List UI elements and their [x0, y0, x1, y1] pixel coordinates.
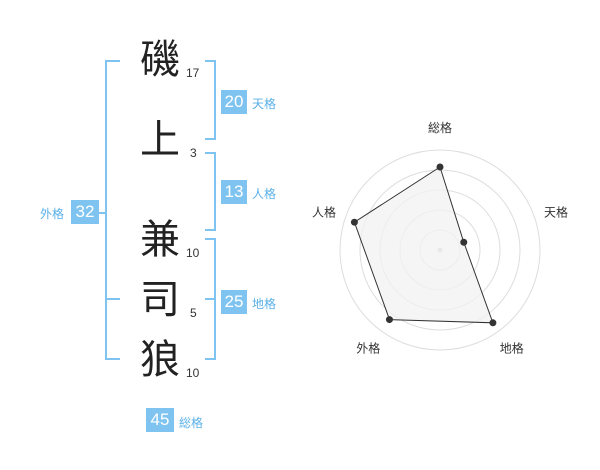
chikaku-value-badge: 25 [221, 290, 247, 314]
radar-point-2 [460, 238, 468, 246]
name-char-1: 磯 [140, 37, 180, 83]
stroke-count-1: 17 [186, 66, 200, 80]
soukaku-value-badge: 45 [146, 408, 174, 432]
radar-axis-label-3: 地格 [500, 341, 524, 356]
name-char-2: 上 [140, 117, 180, 163]
stroke-count-2: 3 [190, 146, 197, 160]
gaikaku-label: 外格 [40, 207, 65, 221]
jinkaku-label: 人格 [252, 187, 277, 201]
radar-points [350, 163, 497, 327]
name-char-4: 司 [140, 277, 180, 323]
radar-polygon [353, 166, 494, 324]
tenkaku-label: 天格 [252, 97, 277, 111]
gaikaku-value-badge: 32 [71, 200, 99, 224]
stroke-count-5: 10 [186, 366, 200, 380]
radar-axis-label-2: 天格 [544, 204, 568, 219]
stroke-count-4: 5 [190, 306, 197, 320]
jinkaku-bracket [205, 152, 216, 231]
name-char-5: 狼 [140, 337, 180, 383]
radar-point-3 [489, 319, 497, 327]
radar-axis-label-4: 外格 [356, 341, 380, 356]
soukaku-label: 総格 [179, 416, 204, 430]
radar-axis-label-5: 人格 [312, 204, 336, 219]
radar-axis-label-1: 総格 [428, 120, 452, 135]
stroke-count-3: 10 [186, 246, 200, 260]
radar-point-5 [350, 218, 358, 226]
tenkaku-bracket [205, 60, 216, 140]
chikaku-label: 地格 [252, 297, 277, 311]
radar-point-4 [385, 316, 393, 324]
gaikaku-bracket [105, 60, 120, 360]
radar-point-1 [436, 163, 444, 171]
name-char-3: 兼 [140, 217, 180, 263]
tenkaku-value-badge: 20 [221, 90, 247, 114]
jinkaku-value-badge: 13 [221, 180, 247, 204]
